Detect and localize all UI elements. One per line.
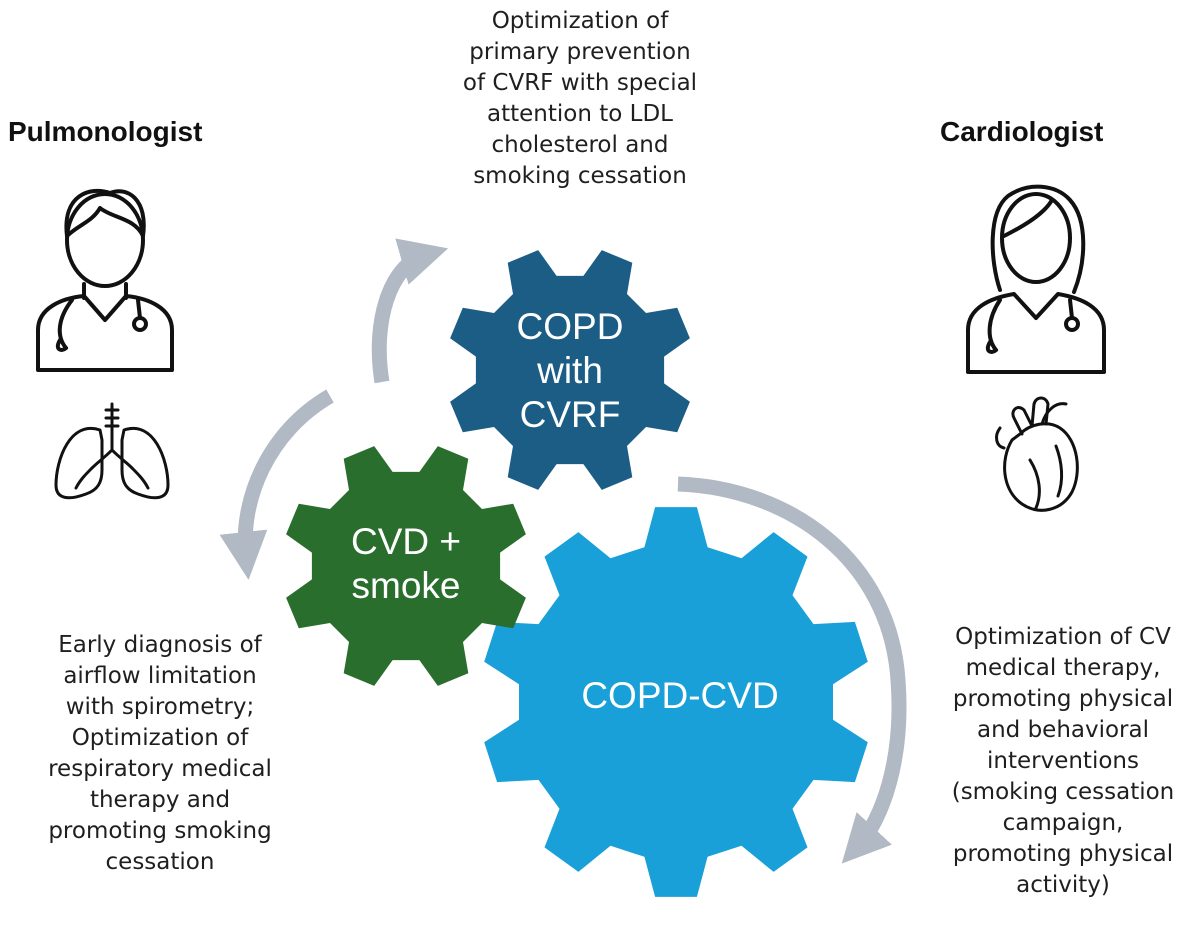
right-text-line: campaign, [1002, 810, 1124, 836]
left-text-line: airflow limitation [63, 663, 257, 689]
gear-cvd-smoke [286, 446, 526, 686]
left-text-line: Early diagnosis of [58, 632, 262, 658]
cycle-arrows [219, 238, 907, 864]
right-text-line: interventions [987, 748, 1139, 774]
top-text-line: cholesterol and [491, 132, 669, 158]
left-text-line: with spirometry; [65, 694, 255, 720]
top-text-line: attention to LDL [487, 101, 673, 127]
right-text-line: promoting physical [952, 686, 1174, 712]
arrow-to-left [219, 389, 334, 580]
cardiologist-heading: Cardiologist [940, 116, 1104, 147]
left-text-line: cessation [105, 849, 215, 875]
gear-label-line: with [537, 350, 603, 391]
doctor-female-icon [966, 184, 1106, 374]
top-text-block: Optimization of primary prevention of CV… [400, 6, 760, 192]
left-text-block: Early diagnosis of airflow limitation wi… [10, 630, 310, 878]
right-text-line: promoting physical [952, 841, 1174, 867]
arrow-to-bottom [677, 476, 907, 864]
top-text-line: smoking cessation [473, 163, 687, 189]
gear-label-line: COPD [516, 306, 624, 347]
gear-label-line: CVD + [350, 521, 461, 562]
right-text-line: and behavioral [976, 717, 1150, 743]
left-text-line: Optimization of [71, 725, 249, 751]
heart-icon [995, 396, 1079, 512]
pulmonologist-heading: Pulmonologist [8, 116, 203, 147]
gear-label-line: COPD-CVD [581, 675, 779, 716]
gear-label-copd-cvrf: COPD with CVRF [470, 305, 670, 437]
left-text-line: respiratory medical [48, 756, 272, 782]
top-text-line: of CVRF with special [462, 70, 698, 96]
right-text-block: Optimization of CV medical therapy, prom… [930, 622, 1196, 901]
top-text-line: Optimization of [491, 8, 669, 34]
right-text-line: (smoking cessation [951, 779, 1175, 805]
left-text-line: promoting smoking [48, 818, 272, 844]
right-text-line: activity) [1016, 872, 1110, 898]
gear-label-cvd-smoke: CVD + smoke [306, 520, 506, 608]
doctor-male-icon [36, 188, 174, 372]
gear-label-line: CVRF [519, 394, 621, 435]
gear-copd-cvrf [450, 250, 690, 490]
top-text-line: primary prevention [469, 39, 691, 65]
gear-label-copd-cvd: COPD-CVD [560, 674, 800, 718]
right-text-line: Optimization of CV [955, 624, 1171, 650]
right-text-line: medical therapy, [965, 655, 1161, 681]
gear-copd-cvd [484, 507, 868, 897]
arrow-to-top [371, 238, 449, 384]
gear-label-line: smoke [351, 565, 461, 606]
lungs-icon [54, 402, 170, 500]
left-text-line: therapy and [89, 787, 231, 813]
